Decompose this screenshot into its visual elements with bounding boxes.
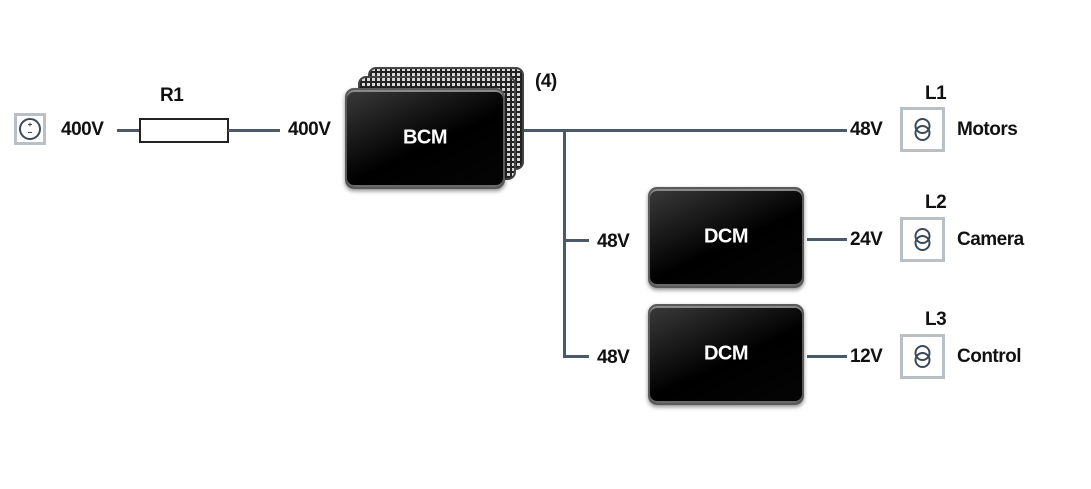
current-source-icon: [914, 228, 931, 251]
dcm2-module: DCM: [648, 304, 804, 405]
resistor-label: R1: [160, 85, 184, 106]
dcm1-input-voltage-label: 48V: [597, 231, 630, 252]
voltage-source: [14, 113, 46, 145]
load-l3: [900, 334, 945, 379]
load-l2: [900, 217, 945, 262]
bcm-output-voltage-label: 48V: [850, 119, 883, 140]
load-l1: [900, 107, 945, 152]
wire-resistor-bcm: [228, 129, 280, 132]
wire-source-resistor: [117, 129, 140, 132]
dcm2-label: DCM: [703, 341, 749, 364]
bcm-count-label: (4): [535, 71, 557, 92]
source-voltage-label: 400V: [61, 119, 104, 140]
load-l1-name: Motors: [957, 119, 1018, 140]
wire-bus-vertical: [563, 129, 566, 357]
bcm-label: BCM: [402, 125, 448, 148]
load-l3-name: Control: [957, 346, 1022, 367]
load-l2-name: Camera: [957, 229, 1024, 250]
bcm-module: BCM: [345, 88, 505, 189]
load-l2-id: L2: [925, 192, 947, 213]
load-l1-id: L1: [925, 83, 947, 104]
load-l3-id: L3: [925, 309, 947, 330]
resistor-r1: [139, 118, 229, 143]
load-l2-voltage-label: 24V: [850, 229, 883, 250]
wire-bus-dcm2: [563, 355, 589, 358]
dcm2-input-voltage-label: 48V: [597, 347, 630, 368]
current-source-icon: [914, 345, 931, 368]
wire-dcm2-l3: [807, 355, 847, 358]
wire-dcm1-l2: [807, 238, 847, 241]
dcm1-label: DCM: [703, 224, 749, 247]
dcm1-module: DCM: [648, 187, 804, 288]
load-l3-voltage-label: 12V: [850, 346, 883, 367]
wire-bus-dcm1: [563, 239, 589, 242]
current-source-icon: [914, 118, 931, 141]
wire-bcm-bus: [524, 129, 847, 132]
dc-voltage-source-icon: [19, 118, 41, 140]
resistor-output-voltage-label: 400V: [288, 119, 331, 140]
